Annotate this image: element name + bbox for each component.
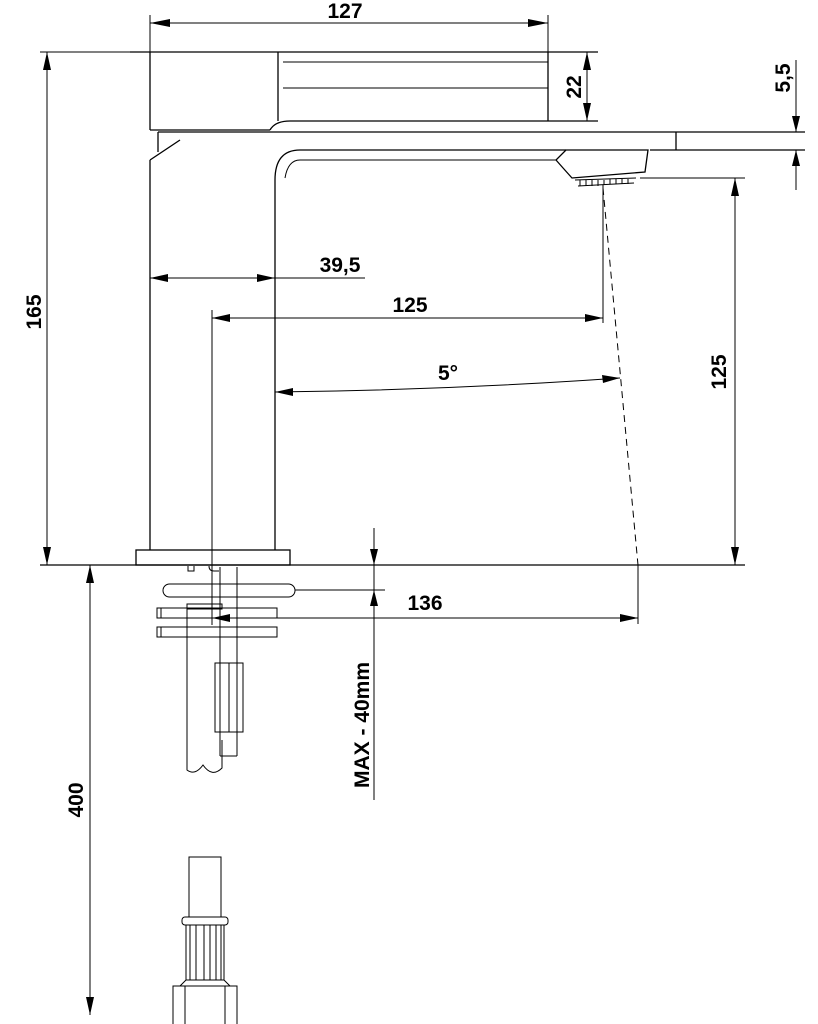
dim-angle: 5°	[438, 362, 458, 385]
dim-hose-length: 400	[65, 782, 88, 817]
mounting-kit	[156, 565, 296, 773]
dimension-lines	[40, 15, 800, 1015]
faucet-body	[135, 131, 805, 566]
aerator	[574, 177, 637, 187]
dim-projection: 136	[407, 592, 442, 615]
dim-total-height: 165	[23, 294, 46, 329]
dim-outlet-height: 125	[708, 354, 731, 389]
dim-handle-height: 22	[563, 75, 586, 98]
hose-fitting	[172, 856, 238, 1024]
dim-spout-reach: 125	[392, 294, 427, 317]
handle	[130, 51, 598, 131]
dim-body-width: 39,5	[320, 254, 361, 277]
dim-spout-thickness: 5,5	[772, 63, 795, 93]
dim-max-deck-thickness: MAX - 40mm	[351, 662, 374, 788]
dim-overall-length: 127	[327, 0, 362, 23]
